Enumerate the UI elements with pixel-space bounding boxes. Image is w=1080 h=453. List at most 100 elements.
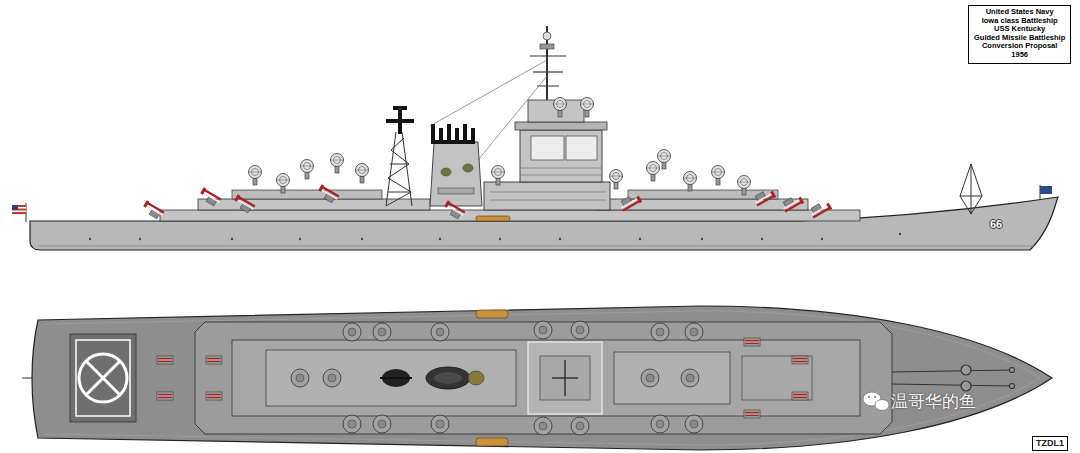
portholes	[89, 233, 901, 240]
tower-lines	[490, 192, 606, 193]
rigging	[430, 60, 547, 160]
tower-lines	[520, 168, 602, 169]
portholes	[559, 238, 561, 240]
stern-flag	[12, 203, 26, 222]
main-mast	[533, 71, 563, 72]
launchers	[781, 193, 805, 213]
bridge-plan	[540, 356, 590, 400]
launchers	[809, 199, 833, 219]
deckhouse	[160, 210, 860, 221]
launchers	[619, 192, 643, 212]
mounts-plan	[431, 415, 449, 433]
launchers	[809, 199, 833, 219]
boat	[476, 310, 508, 318]
portholes	[639, 238, 641, 240]
hull-plan	[32, 306, 1052, 450]
funnel-plan	[434, 372, 462, 384]
radar-dishes	[610, 170, 623, 190]
main-mast	[530, 26, 566, 100]
launchers	[198, 187, 222, 207]
radar-dishes	[738, 176, 751, 196]
launchers-plan	[206, 392, 222, 400]
launchers-plan	[157, 338, 808, 418]
signature-box: TZDL1	[1032, 436, 1068, 451]
anchor-gear	[892, 370, 1012, 372]
radar-dishes	[658, 150, 671, 170]
mast-top	[386, 119, 414, 123]
bridge-plan	[528, 342, 602, 414]
helipad	[76, 340, 130, 416]
radar-dishes	[249, 98, 751, 196]
mounts-plan	[651, 323, 669, 341]
deck-edge	[44, 311, 1040, 445]
anchor-gear	[1010, 368, 1015, 373]
lattice-mast	[388, 192, 410, 193]
radar-dishes	[492, 166, 505, 186]
mounts-plan	[681, 369, 699, 387]
boat	[476, 438, 508, 446]
launchers-plan	[792, 356, 808, 364]
mounts-plan	[291, 321, 703, 435]
launchers	[141, 200, 165, 220]
deckhouse-plan	[232, 340, 860, 416]
plan-view	[22, 306, 1052, 450]
launchers	[316, 184, 340, 204]
bow-antenna	[971, 212, 972, 214]
anchor-gear	[961, 381, 971, 391]
node-text: 1956	[974, 51, 1065, 60]
anchor-gear	[892, 384, 1012, 386]
deckhouse	[232, 190, 382, 199]
funnel	[430, 142, 482, 206]
mounts-plan	[685, 415, 703, 433]
boat	[476, 216, 510, 221]
mounts-plan	[571, 417, 589, 435]
mounts-plan	[571, 321, 589, 339]
radar-dishes	[356, 164, 369, 184]
mounts-plan	[291, 369, 309, 387]
mounts-plan	[534, 321, 552, 339]
bridge-tower	[520, 130, 602, 182]
bridge-window	[566, 136, 597, 160]
mounts-plan	[685, 323, 703, 341]
portholes	[89, 238, 91, 240]
bow-antenna	[971, 164, 972, 214]
tower-lines	[490, 168, 606, 200]
bridge-base	[484, 182, 610, 210]
launchers	[141, 184, 832, 220]
launchers-plan	[744, 410, 760, 418]
superstructure-plan	[195, 322, 892, 434]
rigging	[478, 76, 547, 160]
mounts-plan	[431, 323, 449, 341]
launchers	[753, 187, 777, 207]
deckhouse-plan	[742, 356, 812, 400]
radar-dishes	[301, 160, 314, 180]
watermark: 温哥华的鱼	[891, 391, 976, 411]
portholes	[701, 238, 703, 240]
funnel-fitting	[441, 168, 451, 176]
watermark-icon	[874, 396, 876, 398]
main-mast	[537, 86, 559, 87]
tower-platform	[515, 122, 607, 130]
portholes	[899, 233, 901, 235]
portholes	[361, 238, 363, 240]
node-text: United States Navy	[974, 8, 1065, 17]
portholes	[499, 238, 501, 240]
mast-plan	[552, 377, 578, 379]
node-text: Guided Missile Battleship	[974, 34, 1065, 43]
node-text: Conversion Proposal	[974, 42, 1065, 51]
watermark-icon	[863, 392, 889, 411]
bow-antenna	[960, 196, 982, 197]
mast-top	[393, 106, 407, 110]
stern-flag	[12, 205, 26, 214]
lattice-mast	[386, 132, 412, 206]
portholes	[821, 238, 823, 240]
bow-antenna	[960, 164, 982, 214]
main-mast	[530, 55, 566, 56]
deckhouse	[628, 190, 778, 199]
launchers-plan	[206, 356, 222, 364]
funnel-cap	[431, 140, 475, 144]
portholes	[139, 238, 141, 240]
rigging	[430, 60, 547, 126]
